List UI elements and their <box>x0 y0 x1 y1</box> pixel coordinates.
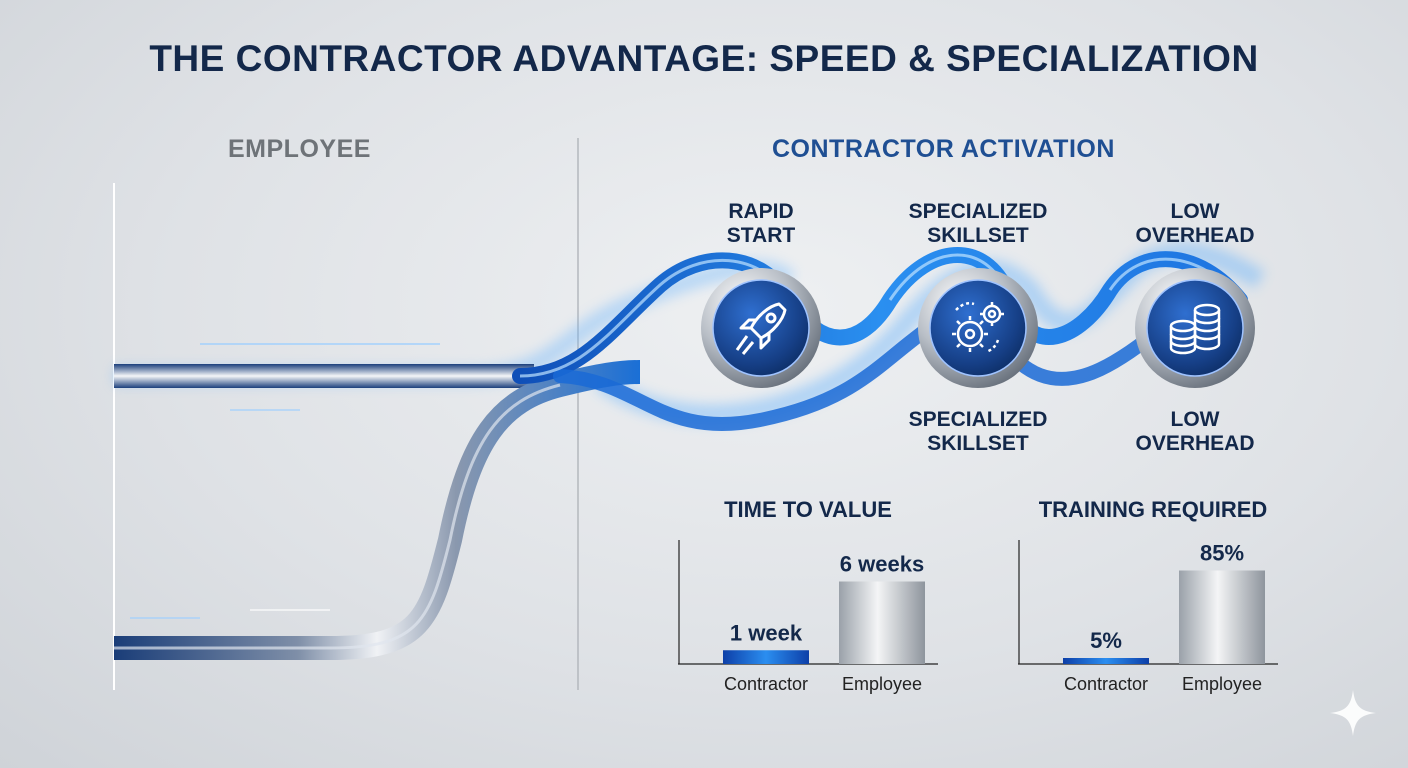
category-label: Employee <box>842 674 922 694</box>
feature-label-rapid-start: RAPID START <box>726 200 796 247</box>
chart-training-required: 5% Contractor 85% Employee <box>1018 540 1278 700</box>
bar-contractor <box>723 650 809 664</box>
feature-label-specialized-skillset-lower: SPECIALIZED SKILLSET <box>908 408 1048 455</box>
chart-title-training-required: TRAINING REQUIRED <box>1038 497 1268 522</box>
category-label: Contractor <box>724 674 808 694</box>
contractor-wave-lower <box>553 309 1167 432</box>
bar-value-label: 6 weeks <box>840 552 924 577</box>
gears-badge <box>918 268 1038 388</box>
feature-label-specialized-skillset: SPECIALIZED SKILLSET <box>908 200 1048 247</box>
sparkle-icon <box>1330 690 1376 736</box>
contractor-section-label: CONTRACTOR ACTIVATION <box>772 135 1115 163</box>
bar-value-label: 1 week <box>730 620 803 645</box>
feature-label-low-overhead: LOW OVERHEAD <box>1135 200 1255 247</box>
rocket-badge <box>701 268 821 388</box>
employee-pipe-bottom <box>114 360 641 660</box>
bar-value-label: 85% <box>1200 541 1244 566</box>
rocket-icon <box>735 302 787 355</box>
bar-value-label: 5% <box>1090 628 1122 653</box>
coins-icon <box>1169 303 1221 355</box>
category-label: Contractor <box>1064 674 1148 694</box>
employee-pipe-top <box>114 364 534 388</box>
bar-employee <box>1179 570 1265 664</box>
bar-contractor <box>1063 658 1149 664</box>
employee-section-label: EMPLOYEE <box>228 135 371 163</box>
bar-chart-svg: 5% Contractor 85% Employee <box>1018 540 1278 694</box>
chart-title-time-to-value: TIME TO VALUE <box>724 497 892 522</box>
gears-icon <box>952 302 1004 354</box>
coins-badge <box>1135 268 1255 388</box>
category-label: Employee <box>1182 674 1262 694</box>
feature-label-low-overhead-lower: LOW OVERHEAD <box>1135 408 1255 455</box>
bar-employee <box>839 581 925 664</box>
page-title: THE CONTRACTOR ADVANTAGE: SPEED & SPECIA… <box>149 38 1259 79</box>
